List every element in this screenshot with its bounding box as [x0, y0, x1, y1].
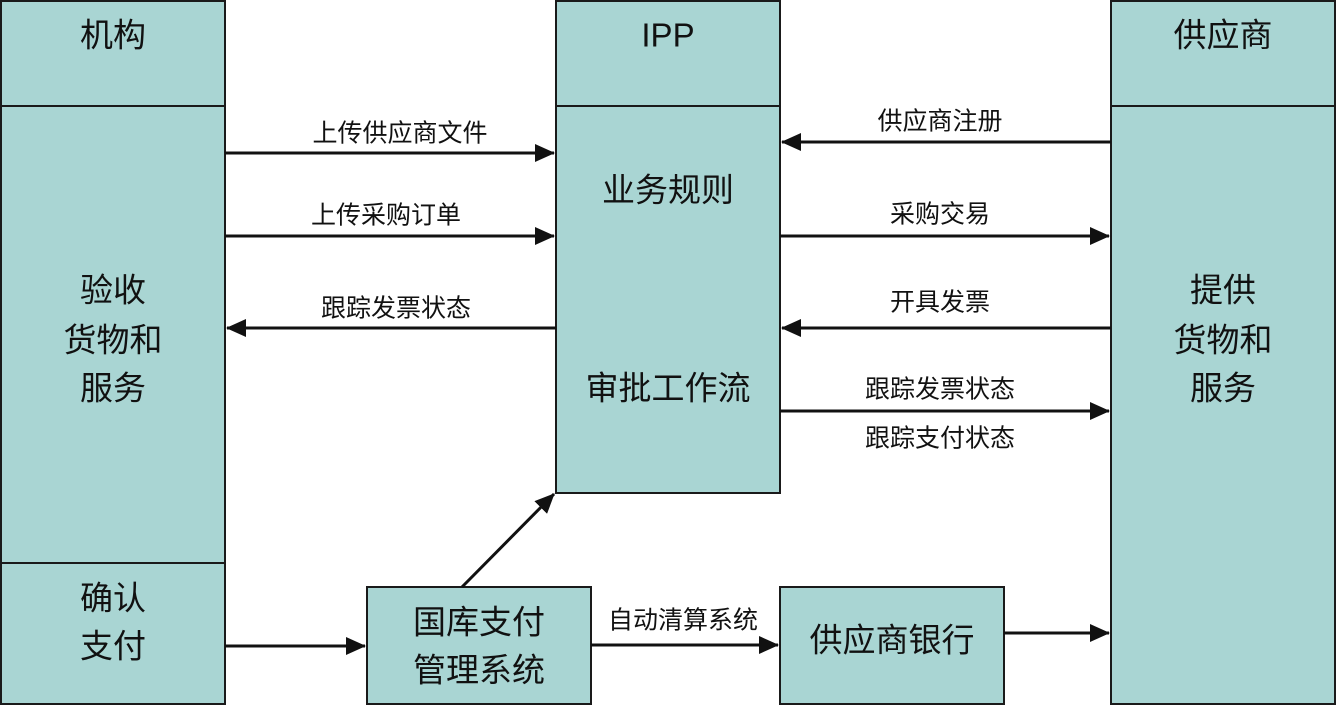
agency-header-label: 机构: [80, 16, 146, 55]
ipp-body-box: [555, 105, 781, 494]
edge-label-upload-purchase-order: 上传采购订单: [311, 201, 461, 230]
treasury-system-line-2: 管理系统: [413, 651, 545, 690]
supplier-body-box: [1110, 105, 1336, 705]
edge-label-auto-clearing: 自动清算系统: [608, 606, 758, 635]
agency-body-line-2: 货物和: [64, 321, 163, 360]
agency-body-line-3: 服务: [80, 369, 146, 408]
ipp-approval-workflow-label: 审批工作流: [586, 369, 751, 408]
agency-header-box: [0, 0, 226, 107]
edge-label-supplier-registration: 供应商注册: [877, 107, 1002, 136]
agency-payment-box: [0, 562, 226, 705]
agency-body-box: [0, 105, 226, 564]
edge-label-procurement-transaction: 采购交易: [890, 200, 990, 229]
edge-label-issue-invoice: 开具发票: [890, 288, 990, 317]
supplier-body-line-2: 货物和: [1174, 321, 1273, 360]
edge-label-track-invoice-supplier: 跟踪发票状态: [865, 375, 1015, 404]
ipp-header-box: [555, 0, 781, 107]
agency-body-line-1: 验收: [80, 271, 146, 310]
edge-label-upload-supplier-docs: 上传供应商文件: [312, 119, 487, 148]
ipp-business-rules-label: 业务规则: [602, 171, 734, 210]
ipp-header-label: IPP: [641, 17, 694, 54]
supplier-body-line-1: 提供: [1190, 271, 1256, 310]
supplier-body-line-3: 服务: [1190, 369, 1256, 408]
treasury-system-line-1: 国库支付: [413, 603, 545, 642]
edge-label-track-payment-supplier: 跟踪支付状态: [865, 424, 1015, 453]
agency-payment-line-2: 支付: [80, 627, 146, 666]
supplier-header-label: 供应商: [1174, 16, 1273, 55]
agency-payment-line-1: 确认: [80, 579, 146, 618]
arrow-treasury-to-ipp: [460, 492, 556, 589]
edge-label-track-invoice-agency: 跟踪发票状态: [321, 294, 471, 323]
supplier-bank-box: [779, 586, 1005, 705]
treasury-system-box: [366, 586, 592, 705]
supplier-bank-label: 供应商银行: [810, 621, 975, 660]
